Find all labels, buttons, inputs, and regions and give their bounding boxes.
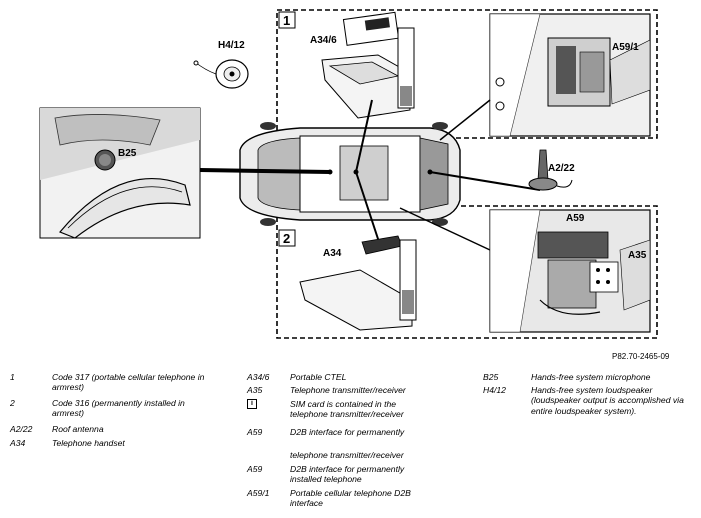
info-icon: i: [247, 399, 257, 409]
roof-antenna-a2-22: [528, 149, 573, 191]
legend-desc: Telephone transmitter/receiver: [290, 385, 406, 395]
label-a59: A59: [566, 213, 585, 224]
legend-desc: Telephone handset: [52, 438, 125, 448]
leader-lines: [199, 99, 541, 251]
box-2-number: 2: [283, 231, 290, 246]
legend-desc: SIM card is contained in the telephone t…: [290, 399, 404, 420]
legend-code: H4/12: [483, 385, 506, 395]
legend-desc: D2B interface for permanently: [290, 427, 405, 437]
legend-code: A2/22: [10, 424, 33, 434]
legend-desc: D2B interface for permanently installed …: [290, 464, 405, 485]
box-1-number: 1: [283, 13, 290, 28]
legend-desc: Portable cellular telephone D2B interfac…: [290, 488, 411, 509]
legend-code: A35: [247, 385, 263, 395]
legend-desc: Hands-free system microphone: [531, 372, 651, 382]
legend-desc: Hands-free system loudspeaker (loudspeak…: [531, 385, 684, 416]
label-a2-22: A2/22: [548, 163, 575, 174]
legend-desc: Portable CTEL: [290, 372, 347, 382]
a59-a35-inset: [489, 209, 651, 333]
portable-ctel-armrest: [321, 11, 415, 119]
legend-code: A59: [247, 464, 263, 474]
box-1-frame: [276, 9, 658, 139]
legend-code: A34: [10, 438, 26, 448]
legend-code: 1: [10, 372, 15, 382]
mirror-inset: [39, 107, 201, 239]
legend-desc: Code 317 (portable cellular telephone in…: [52, 372, 205, 393]
vehicle-top-view: [239, 122, 461, 226]
legend-desc: telephone transmitter/receiver: [290, 450, 404, 460]
label-b25: B25: [118, 148, 137, 159]
label-a34-6: A34/6: [310, 35, 337, 46]
legend-code: 2: [10, 398, 15, 408]
legend-desc: Roof antenna: [52, 424, 104, 434]
label-a59-1: A59/1: [612, 42, 639, 53]
label-a35: A35: [628, 250, 647, 261]
legend-code: A34/6: [247, 372, 270, 382]
legend-code: A59/1: [247, 488, 270, 498]
legend-code: B25: [483, 372, 499, 382]
speaker-h4-12: [193, 59, 249, 89]
label-a34: A34: [323, 248, 342, 259]
handset-armrest: [299, 235, 417, 331]
a59-1-inset: [489, 13, 651, 137]
label-h4-12: H4/12: [218, 40, 245, 51]
figure-reference: P82.70-2465-09: [612, 352, 670, 361]
component-location-diagram: 1 2 B25 H4/12 A34/6: [39, 9, 658, 339]
legend-code: A59: [247, 427, 263, 437]
legend-desc: Code 316 (permanently installed in armre…: [52, 398, 185, 419]
